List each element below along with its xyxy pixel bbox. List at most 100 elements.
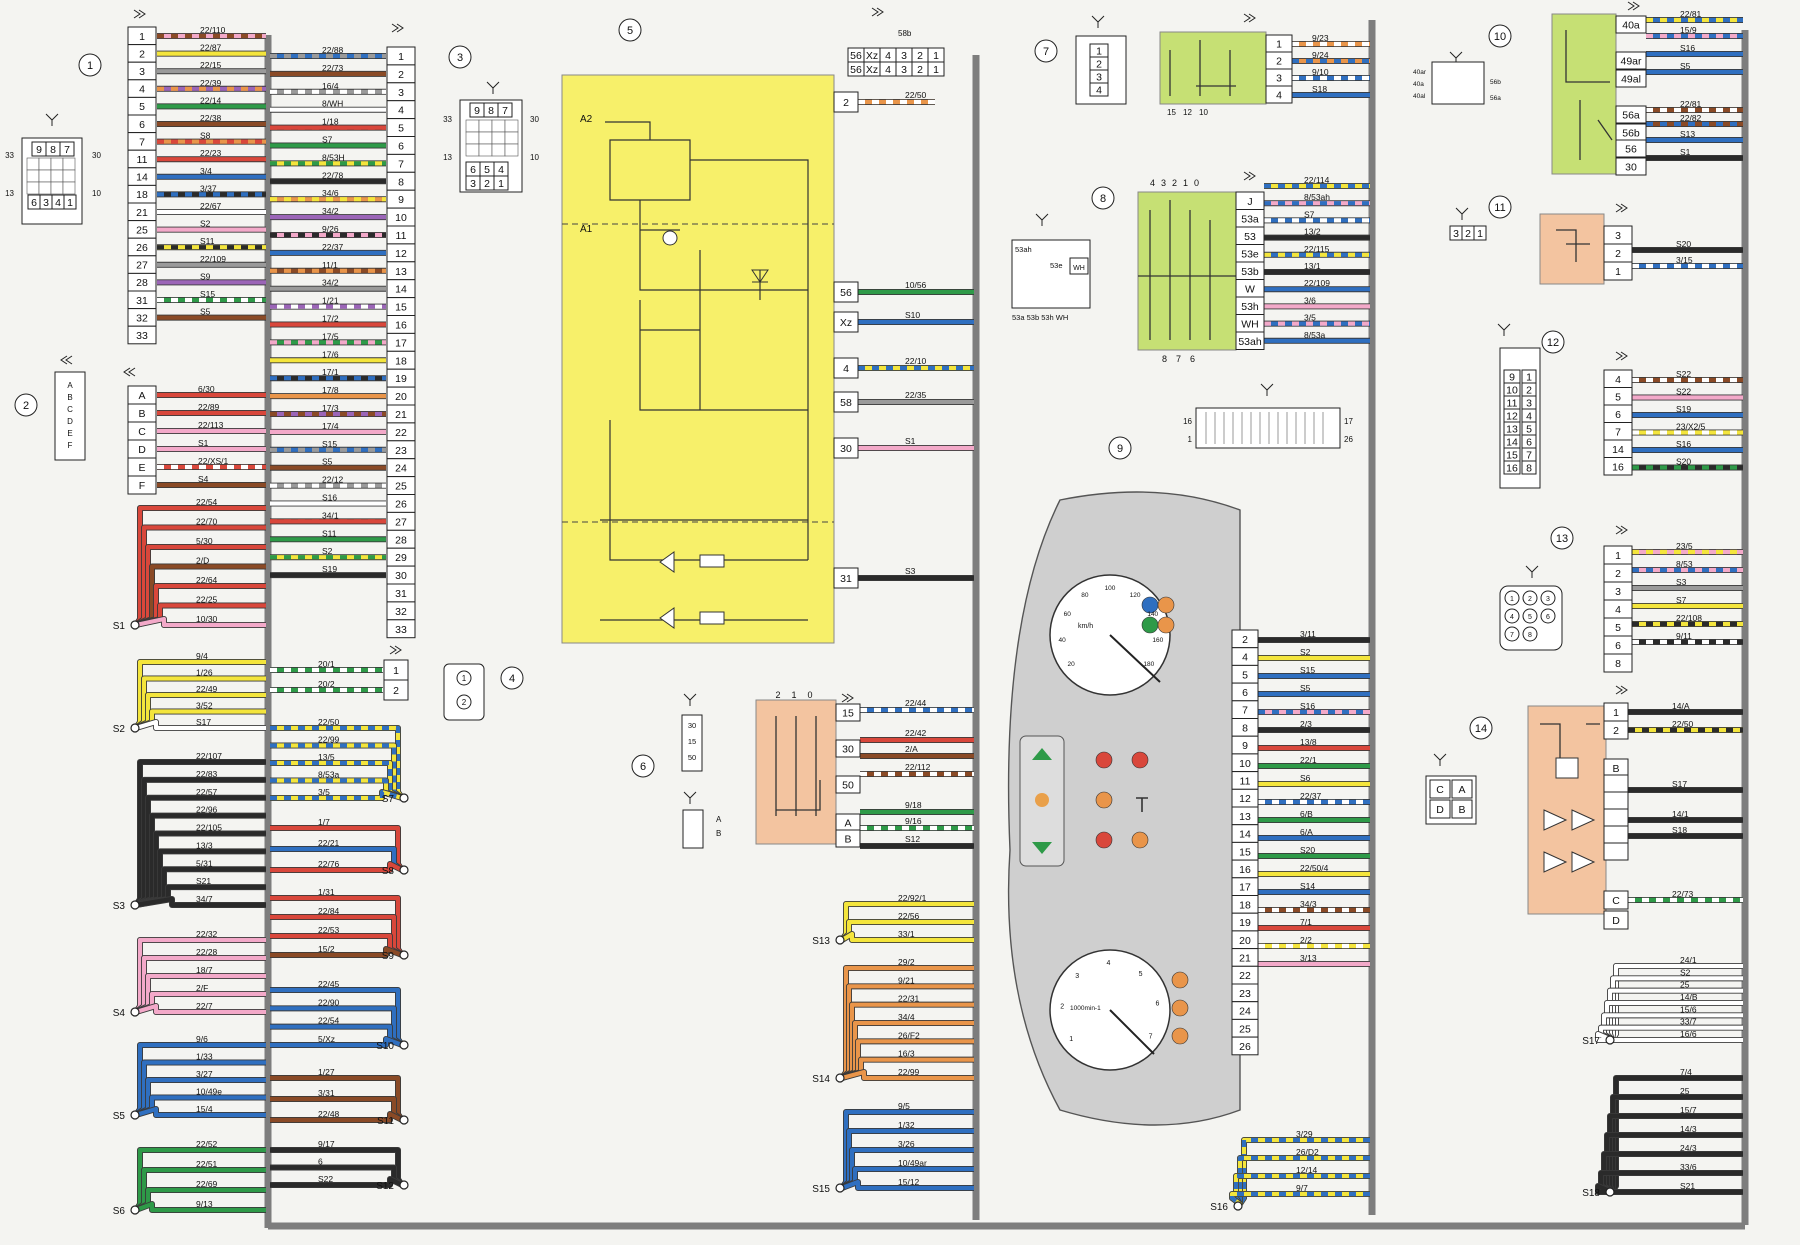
block1-left-pin-6-label: 6 bbox=[139, 119, 145, 131]
splice-S7-wire-5-stripe bbox=[270, 789, 403, 801]
splice-S1-label-1: 22/54 bbox=[196, 497, 218, 507]
block9-pin-11-label: 11 bbox=[1240, 775, 1251, 787]
block8-position-bottom-8: 8 bbox=[1162, 354, 1167, 364]
block10-pin-56a-label: 56a bbox=[1622, 110, 1640, 122]
splice-S1 bbox=[130, 620, 140, 630]
connector3-face-cell bbox=[504, 131, 519, 145]
block1-right-pin-11-label: 11 bbox=[396, 230, 407, 242]
splice-S16-label-2: 26/D2 bbox=[1296, 1147, 1319, 1157]
block5-pin-31 bbox=[833, 567, 859, 589]
block1-right-wire-label-25: 22/12 bbox=[322, 475, 344, 485]
block8-position-2: 2 bbox=[1172, 178, 1177, 188]
block9-indicator-amber bbox=[1035, 793, 1049, 807]
splice-S4-label: S4 bbox=[113, 1008, 126, 1019]
block1-left-marker bbox=[133, 9, 146, 19]
splice-S9-label: S9 bbox=[382, 951, 395, 962]
splice-S12-label-3: S22 bbox=[318, 1174, 333, 1184]
block5-pin-30-label: 30 bbox=[840, 443, 852, 455]
block12-face-left-15-label: 15 bbox=[1506, 450, 1518, 462]
block1-right-marker bbox=[391, 23, 404, 33]
block11-face-1 bbox=[1473, 225, 1487, 241]
splice-S10 bbox=[399, 1040, 409, 1050]
block1-right-pin-23-label: 23 bbox=[395, 445, 407, 457]
block8-contacts bbox=[1138, 200, 1236, 340]
splice-S5-label-4: 10/49e bbox=[196, 1087, 222, 1097]
block13-pin-5-label: 5 bbox=[1615, 622, 1621, 634]
block12-wire-label-3: S19 bbox=[1676, 404, 1691, 414]
block5-top-pin2-2-label: 2 bbox=[917, 64, 923, 76]
block2-wire-label-2: 22/89 bbox=[198, 402, 220, 412]
connector3-face-top-7-label: 7 bbox=[502, 105, 508, 117]
block14-body bbox=[1527, 705, 1607, 915]
block7-pin-4 bbox=[1265, 85, 1293, 104]
component-number-7 bbox=[1034, 39, 1058, 63]
splice-S15-wire-5 bbox=[841, 1179, 974, 1191]
block13-face-pin-7 bbox=[1504, 626, 1520, 642]
block1-left-pin-21-label: 21 bbox=[136, 207, 148, 219]
block14-diode-1 bbox=[1543, 809, 1568, 831]
block9-speed-tick-20: 20 bbox=[1068, 661, 1076, 668]
block1-left-wire-label-10: 3/37 bbox=[200, 183, 217, 193]
block10-wire-label-8: S1 bbox=[1680, 147, 1691, 157]
splice-S16-label: S16 bbox=[1210, 1202, 1228, 1213]
splice-S15 bbox=[835, 1183, 845, 1193]
connector3-face-bottom-2-label: 2 bbox=[484, 178, 490, 190]
splice-S14-label: S14 bbox=[812, 1074, 830, 1085]
block8-pin-53ah-label: 53ah bbox=[1238, 336, 1262, 348]
block7-body bbox=[1159, 31, 1267, 105]
connector3-face-cell bbox=[478, 119, 493, 133]
block1-right-pin-32-label: 32 bbox=[395, 606, 407, 618]
block7-wire-label-4: S18 bbox=[1312, 84, 1327, 94]
block6-pin-15-label: 15 bbox=[842, 708, 854, 720]
block8-face-bottom-labels: 53a 53b 53h WH bbox=[1012, 313, 1068, 322]
block14-face-A-label: A bbox=[1458, 784, 1465, 796]
block6-face1-30: 30 bbox=[688, 721, 696, 730]
block14-pin-D-label: D bbox=[1612, 915, 1620, 927]
block1-right-pin-9-label: 9 bbox=[398, 194, 404, 206]
block5-top-pin-1-label: 1 bbox=[933, 50, 939, 62]
block1-right-wire-label-9: 34/6 bbox=[322, 188, 339, 198]
block10-pin-49ar bbox=[1615, 51, 1647, 70]
block1-left-pin-28-label: 28 bbox=[136, 277, 148, 289]
block5-pin-30 bbox=[833, 437, 859, 459]
component-number-10 bbox=[1488, 24, 1512, 48]
block5-wire-label-4: 22/10 bbox=[905, 356, 927, 366]
splice-S10-label: S10 bbox=[376, 1041, 394, 1052]
splice-S10-label-4: 5/Xz bbox=[318, 1034, 335, 1044]
block12-pin-16 bbox=[1603, 457, 1633, 476]
block9-turn-left-icon bbox=[1032, 748, 1052, 760]
block1-left-wire-label-3: 22/15 bbox=[200, 60, 222, 70]
block1-left-wire-label-12: S2 bbox=[200, 219, 211, 229]
block9-pin-12-label: 12 bbox=[1239, 793, 1251, 805]
block10-wire-label-3: S16 bbox=[1680, 43, 1695, 53]
splice-S12 bbox=[399, 1180, 409, 1190]
block9-pin-15-label: 15 bbox=[1239, 846, 1251, 858]
block10-wire-label-1: 22/81 bbox=[1680, 9, 1702, 19]
block8-pin-WH-label: WH bbox=[1241, 318, 1259, 330]
block13-face-label-7: 7 bbox=[1510, 632, 1514, 639]
splice-S4-label-3: 18/7 bbox=[196, 965, 213, 975]
splice-S8-label-2: 22/21 bbox=[318, 838, 340, 848]
block6-marker bbox=[841, 693, 854, 703]
block8-wire-label-4: 13/2 bbox=[1304, 227, 1321, 237]
connector4-marker bbox=[389, 645, 402, 655]
block9-temp-icon bbox=[1136, 797, 1148, 812]
block1-left-wire-label-8: 22/23 bbox=[200, 148, 222, 158]
block2-wire-label-5: 22/XS/1 bbox=[198, 456, 229, 466]
block5-resistor-1 bbox=[699, 554, 725, 568]
block5-resistor-2 bbox=[699, 611, 725, 625]
block6-wire-label-4: 22/112 bbox=[905, 762, 931, 772]
block9-wire-label-3: S15 bbox=[1300, 665, 1315, 675]
block9-speed-tick-180: 180 bbox=[1143, 661, 1154, 668]
connector1-face-top-7-label: 7 bbox=[64, 144, 70, 156]
block12-pin-5-label: 5 bbox=[1615, 391, 1621, 403]
block9-rpm-tick-6: 6 bbox=[1155, 1000, 1159, 1007]
block1-right-wire-label-28: S11 bbox=[322, 528, 337, 538]
block11-pin-3-label: 3 bbox=[1615, 230, 1621, 242]
block1-right-wire-label-3: 16/4 bbox=[322, 81, 339, 91]
block5-pin-58-label: 58 bbox=[840, 397, 852, 409]
connector3-face-cell bbox=[478, 143, 493, 157]
block8-position-bottom-7: 7 bbox=[1176, 354, 1181, 364]
block2-wire-label-6: S4 bbox=[198, 474, 209, 484]
block9-wire-label-8: 22/1 bbox=[1300, 755, 1317, 765]
